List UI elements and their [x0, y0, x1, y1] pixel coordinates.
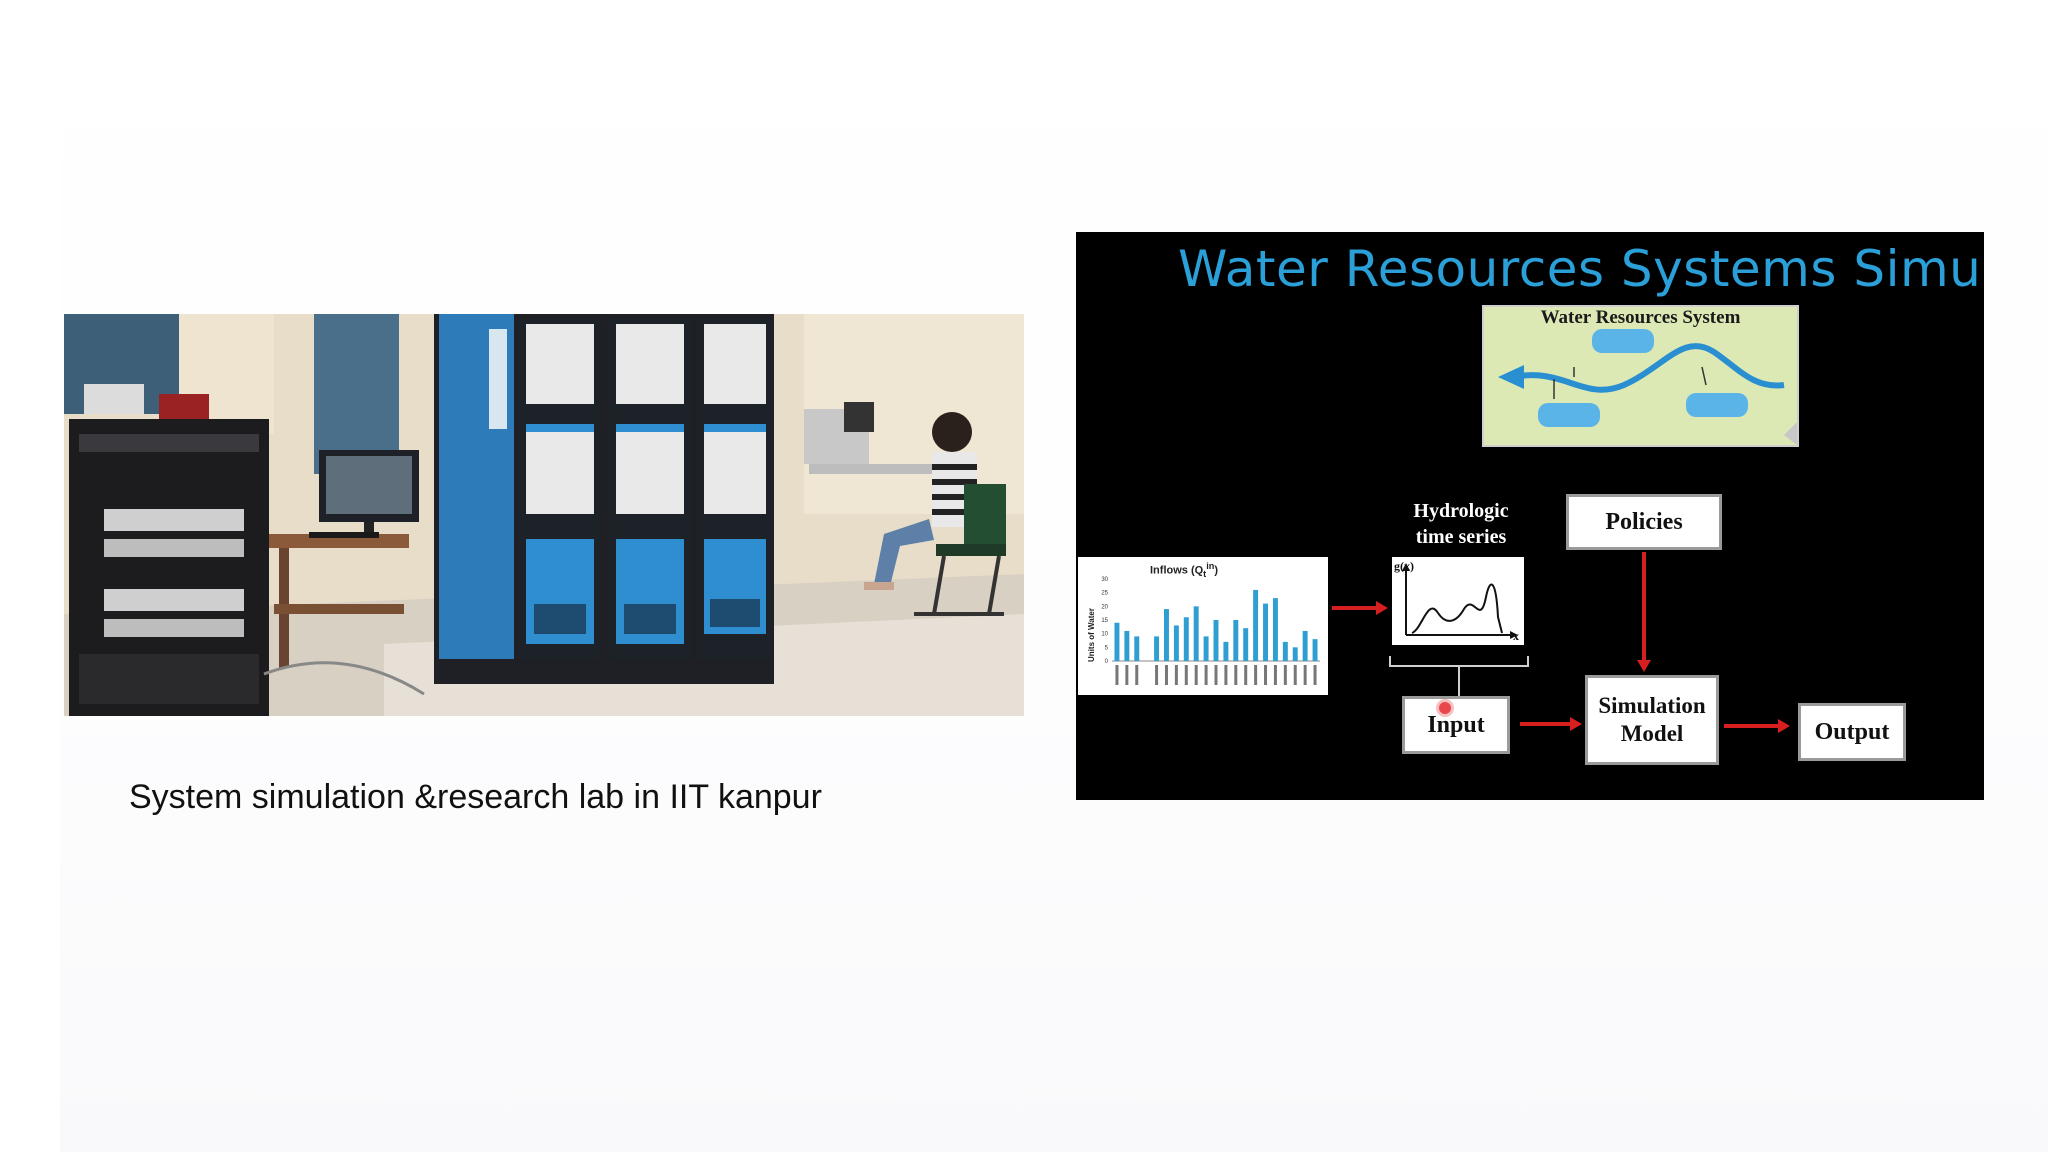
- inflow-chart-plot: Units of Water 0 5 10 15 20 25 30: [1087, 577, 1320, 685]
- inflow-bar: [1302, 630, 1308, 661]
- inflow-x-tick-mark: [1214, 665, 1218, 685]
- inflow-x-tick-mark: [1125, 665, 1129, 685]
- inflow-x-tick-mark: [1264, 665, 1268, 685]
- inflow-y-tick: 5: [1105, 645, 1109, 651]
- inflow-bar: [1124, 630, 1130, 661]
- output-box: Output: [1798, 703, 1906, 761]
- inflow-bar: [1292, 647, 1298, 661]
- inflow-x-tick-mark: [1254, 665, 1258, 685]
- inflow-bar: [1193, 606, 1199, 661]
- inflow-bar: [1272, 598, 1278, 661]
- inflow-bar: [1213, 620, 1219, 661]
- inflow-x-tick-mark: [1155, 665, 1159, 685]
- arrow-input-to-model-head: [1570, 717, 1582, 731]
- water-resources-system-panel: Water Resources System: [1482, 305, 1799, 447]
- inflow-x-tick-mark: [1283, 665, 1287, 685]
- user-node-3: [1686, 393, 1748, 417]
- inflow-x-tick-mark: [1293, 665, 1297, 685]
- inflow-bar: [1223, 641, 1229, 661]
- photo-caption: System simulation &research lab in IIT k…: [129, 778, 822, 816]
- arrow-chart-to-series-head: [1376, 601, 1388, 615]
- arrow-policies-to-model-head: [1637, 660, 1651, 672]
- distribution-curve-plot: [1402, 563, 1518, 639]
- inflow-bar: [1253, 589, 1259, 661]
- inflow-y-tick: 10: [1101, 632, 1108, 638]
- hydrologic-time-series-label: Hydrologic time series: [1413, 500, 1509, 548]
- inflow-bar: [1203, 636, 1209, 661]
- inflow-y-tick: 30: [1101, 577, 1108, 583]
- inflow-bar: [1263, 603, 1268, 661]
- distribution-chart: g(x) x: [1392, 557, 1524, 645]
- inflow-bar: [1233, 620, 1239, 661]
- video-title: Water Resources Systems Simulat: [1178, 240, 1984, 298]
- inflow-y-tick: 20: [1101, 604, 1108, 610]
- inflow-x-tick-mark: [1303, 665, 1307, 685]
- inflow-bar: [1312, 639, 1318, 661]
- inflow-bar: [1114, 622, 1120, 661]
- inflow-x-tick-mark: [1204, 665, 1208, 685]
- inflow-y-tick: 0: [1105, 659, 1109, 665]
- inflow-ylabel: Units of Water: [1087, 608, 1096, 662]
- simulation-model-box: Simulation Model: [1585, 675, 1719, 765]
- inflow-bar: [1282, 641, 1288, 661]
- inflow-bar: [1134, 636, 1140, 661]
- inflow-bar: [1154, 636, 1160, 661]
- inflow-bar: [1243, 628, 1249, 661]
- inflow-x-tick-mark: [1115, 665, 1119, 685]
- inflow-x-tick-mark: [1313, 665, 1317, 685]
- inflow-y-tick: 25: [1101, 591, 1108, 597]
- inflow-x-tick-mark: [1234, 665, 1238, 685]
- policies-box: Policies: [1566, 494, 1722, 550]
- inflow-x-tick-mark: [1174, 665, 1178, 685]
- user-node-1: [1592, 329, 1654, 353]
- inflow-bar: [1164, 609, 1169, 661]
- river-arrowhead: [1498, 365, 1524, 389]
- input-bracket: [1389, 656, 1529, 696]
- inflow-x-tick-mark: [1184, 665, 1188, 685]
- wrs-title: Water Resources System: [1540, 307, 1741, 328]
- lab-photo: [64, 314, 1024, 716]
- inflow-x-tick-mark: [1224, 665, 1228, 685]
- inflow-chart-title: Inflows (Qtin): [1150, 561, 1219, 579]
- input-box: Input: [1402, 696, 1510, 754]
- inflow-bar: [1173, 625, 1179, 661]
- inflow-chart: Inflows (Qtin) Units of Water 0 5 10 15 20 25…: [1078, 557, 1328, 695]
- inflow-x-tick-mark: [1244, 665, 1248, 685]
- pointer-dot: [1439, 702, 1451, 714]
- user-node-2: [1538, 403, 1600, 427]
- arrow-model-to-output-head: [1778, 719, 1790, 733]
- flow-arrows: [1332, 552, 1790, 733]
- inflow-x-tick-mark: [1194, 665, 1198, 685]
- river-path: [1513, 343, 1785, 393]
- inflow-x-tick-mark: [1164, 665, 1168, 685]
- river-diagram: [1498, 329, 1797, 445]
- video-frame[interactable]: Water Resources Systems Simulat Water Re…: [1076, 232, 1984, 800]
- inflow-bar: [1183, 617, 1189, 661]
- inflow-y-tick: 15: [1101, 618, 1108, 624]
- inflow-x-tick-mark: [1135, 665, 1139, 685]
- inflow-x-tick-mark: [1273, 665, 1277, 685]
